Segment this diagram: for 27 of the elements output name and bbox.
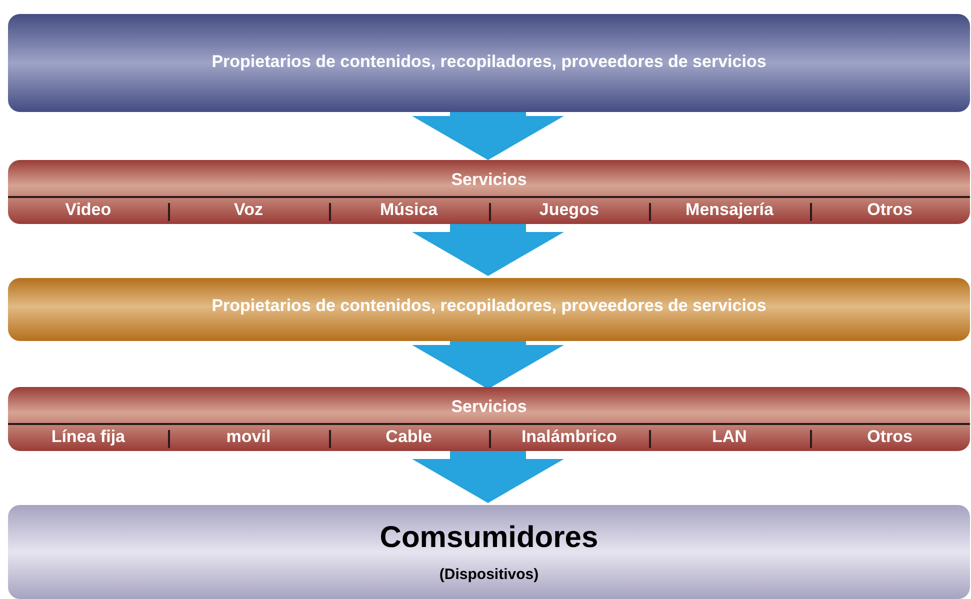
category-label: Otros xyxy=(867,200,912,220)
band-title: Servicios xyxy=(451,170,527,190)
category-label: Video xyxy=(65,200,112,220)
category-label: Inalámbrico xyxy=(521,427,617,447)
category-label: movil xyxy=(226,427,271,447)
band-title: Propietarios de contenidos, recopiladores, proveedores de servicios xyxy=(212,296,766,316)
category-band xyxy=(8,160,970,224)
category-label: Línea fija xyxy=(51,427,125,447)
layer-band xyxy=(8,278,970,341)
band-title: Servicios xyxy=(451,397,527,417)
band-title: Propietarios de contenidos, recopiladores, proveedores de servicios xyxy=(212,52,766,72)
category-label: Otros xyxy=(867,427,912,447)
category-label: Voz xyxy=(234,200,263,220)
category-label: Cable xyxy=(386,427,432,447)
block-arrow xyxy=(412,341,564,389)
category-band xyxy=(8,387,970,451)
layer-band xyxy=(8,505,970,599)
category-label: Juegos xyxy=(539,200,599,220)
category-label: Música xyxy=(380,200,438,220)
band-subtitle: (Dispositivos) xyxy=(439,566,539,583)
category-label: LAN xyxy=(712,427,747,447)
block-arrow xyxy=(412,112,564,160)
layer-band xyxy=(8,14,970,112)
block-arrow xyxy=(412,451,564,503)
band-title: Comsumidores xyxy=(380,521,598,555)
category-label: Mensajería xyxy=(686,200,774,220)
block-arrow xyxy=(412,224,564,276)
